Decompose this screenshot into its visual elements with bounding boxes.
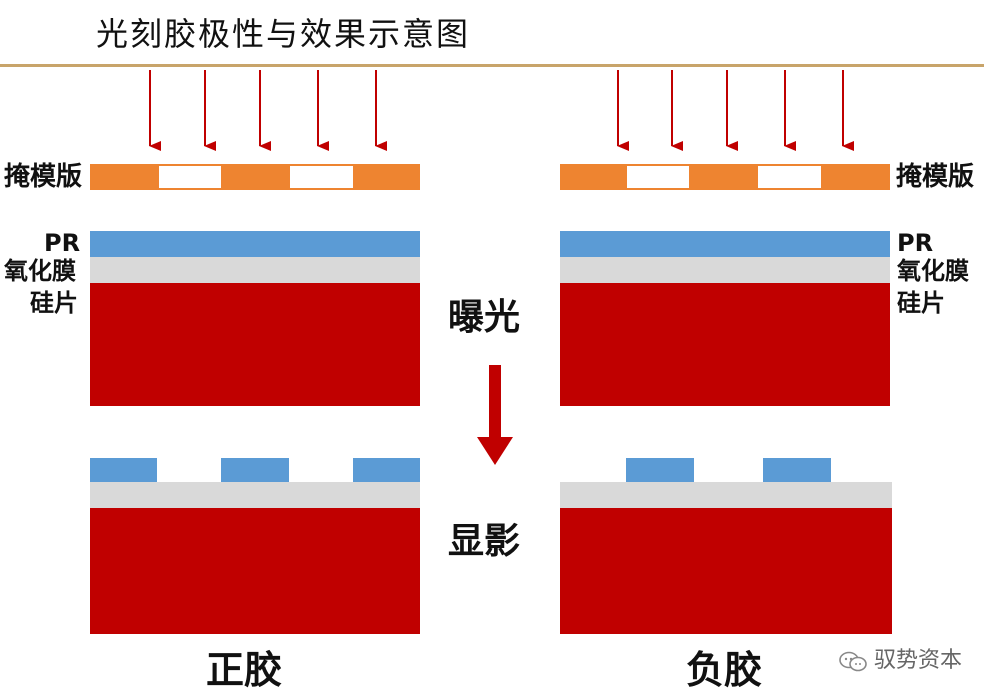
mask-opening xyxy=(288,164,355,190)
watermark-text: 驭势资本 xyxy=(873,648,962,673)
left-mask-label: 掩模版 xyxy=(4,162,83,192)
right-mask-label: 掩模版 xyxy=(896,162,975,192)
mask-opening xyxy=(625,164,691,190)
process-arrow-icon xyxy=(477,365,513,465)
right-photoresist-layer xyxy=(560,231,890,257)
right-arrow-group xyxy=(617,70,854,151)
negative-resist-label: 负胶 xyxy=(686,648,763,692)
diagram-title: 光刻胶极性与效果示意图 xyxy=(96,15,471,53)
left-remaining-resist xyxy=(353,458,420,482)
left-oxide-layer xyxy=(90,257,420,283)
right-oxide-label: 氧化膜 xyxy=(897,257,969,285)
mask-opening xyxy=(157,164,223,190)
left-wafer xyxy=(90,283,420,406)
positive-resist-label: 正胶 xyxy=(206,648,283,692)
left-developed-oxide xyxy=(90,482,420,508)
exposure-step-label: 曝光 xyxy=(448,297,521,338)
light-arrows xyxy=(149,70,854,151)
right-pr-label: PR xyxy=(897,229,934,257)
title-rule xyxy=(0,64,984,67)
right-oxide-layer xyxy=(560,257,890,283)
watermark: 驭势资本 xyxy=(838,646,962,676)
right-wafer xyxy=(560,283,890,406)
wechat-icon xyxy=(839,651,867,672)
left-wafer-label: 硅片 xyxy=(30,289,78,317)
develop-step-label: 显影 xyxy=(448,521,521,562)
right-mask xyxy=(560,164,890,190)
left-pr-label: PR xyxy=(44,229,81,257)
right-developed-oxide xyxy=(560,482,892,508)
left-remaining-resist xyxy=(221,458,289,482)
right-remaining-resist xyxy=(626,458,694,482)
left-remaining-resist xyxy=(90,458,157,482)
right-remaining-resist xyxy=(763,458,831,482)
left-arrow-group xyxy=(149,70,387,151)
left-developed-wafer xyxy=(90,508,420,634)
left-mask xyxy=(90,164,420,190)
right-wafer-label: 硅片 xyxy=(897,289,945,317)
right-developed-wafer xyxy=(560,508,892,634)
left-oxide-label: 氧化膜 xyxy=(4,257,76,285)
mask-opening xyxy=(756,164,823,190)
left-photoresist-layer xyxy=(90,231,420,257)
